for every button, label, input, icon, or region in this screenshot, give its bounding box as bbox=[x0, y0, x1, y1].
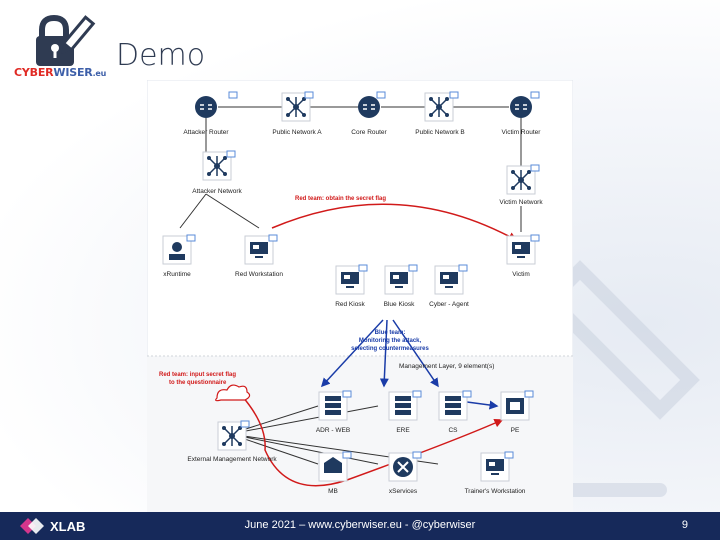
node-label-red-kiosk: Red Kiosk bbox=[335, 301, 365, 308]
annotation-blue-team-1: Blue team: bbox=[375, 330, 406, 336]
node-label-red-workstation: Red Workstation bbox=[235, 271, 283, 278]
node-label-victim-network: Victim Network bbox=[499, 199, 543, 206]
node-label-blue-kiosk: Blue Kiosk bbox=[384, 301, 415, 308]
router-icon-attacker bbox=[194, 95, 218, 119]
management-layer-label: Management Layer, 9 element(s) bbox=[399, 363, 494, 370]
xruntime-icon bbox=[162, 235, 192, 265]
xservices-icon bbox=[388, 452, 418, 482]
cyberwiser-lock-icon bbox=[36, 14, 96, 66]
node-label-victim: Victim bbox=[512, 271, 530, 278]
node-label-public-network-a: Public Network A bbox=[272, 129, 322, 136]
annotation-blue-team-2: Monitoring the attack, bbox=[359, 338, 422, 344]
node-label-attacker-network: Attacker Network bbox=[192, 188, 242, 195]
node-label-core-router: Core Router bbox=[351, 129, 387, 136]
router-icon-victim bbox=[509, 95, 533, 119]
node-label-pe: PE bbox=[511, 427, 520, 434]
node-label-victim-router: Victim Router bbox=[502, 129, 542, 136]
footer-bar: XLAB June 2021 – www.cyberwiser.eu - @cy… bbox=[0, 512, 720, 540]
network-diagram: Attacker Router Public Network A Core Ro… bbox=[147, 80, 573, 512]
xlab-logo-text: XLAB bbox=[50, 519, 85, 534]
mb-icon bbox=[318, 452, 348, 482]
node-label-mb: MB bbox=[328, 488, 338, 495]
annotation-red-obtain-flag: Red team: obtain the secret flag bbox=[295, 196, 386, 202]
pe-icon bbox=[500, 391, 530, 421]
switch-icon-public-b bbox=[424, 92, 454, 122]
node-label-xruntime: xRuntime bbox=[163, 271, 191, 278]
node-label-trainers-workstation: Trainer's Workstation bbox=[465, 488, 526, 495]
node-label-public-network-b: Public Network B bbox=[415, 129, 465, 136]
page-number: 9 bbox=[681, 519, 688, 531]
node-label-ere: ERE bbox=[396, 427, 410, 434]
node-label-xservices: xServices bbox=[389, 488, 418, 495]
node-label-cyber-agent: Cyber - Agent bbox=[429, 301, 469, 308]
annotation-blue-team-3: selecting countermeasures bbox=[351, 346, 429, 352]
footer-text: June 2021 – www.cyberwiser.eu - @cyberwi… bbox=[244, 519, 476, 531]
node-label-adr-web: ADR - WEB bbox=[316, 427, 350, 434]
slide-title: Demo bbox=[116, 38, 206, 73]
cloud-icon bbox=[215, 384, 251, 402]
annotation-red-input-2: to the questionnaire bbox=[169, 380, 227, 386]
router-icon-core bbox=[357, 95, 381, 119]
annotation-red-input-1: Red team: input secret flag bbox=[159, 372, 236, 378]
node-label-attacker-router: Attacker Router bbox=[183, 129, 229, 136]
xlab-logo-icon: XLAB bbox=[20, 518, 85, 534]
node-label-external-mgmt-network: External Management Network bbox=[187, 456, 277, 463]
cyberwiser-logo-text: CYBERWISER.eu bbox=[14, 66, 107, 79]
node-label-cs: CS bbox=[448, 427, 458, 434]
